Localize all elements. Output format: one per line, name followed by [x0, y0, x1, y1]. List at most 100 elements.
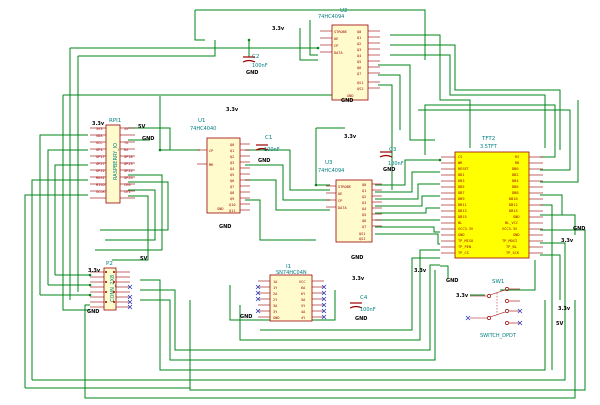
svg-text:DB4: DB4	[512, 179, 519, 183]
svg-text:MOSI: MOSI	[96, 176, 105, 180]
svg-text:QS2: QS2	[357, 87, 364, 91]
svg-text:CE0: CE0	[124, 183, 131, 187]
p2-connector[interactable]: P2 CONN_2X8	[90, 261, 133, 311]
svg-text:SCLK: SCLK	[96, 190, 105, 194]
wire-network	[24, 9, 586, 399]
capacitor-c3[interactable]: C3 100nF	[379, 147, 404, 167]
svg-text:DB13: DB13	[458, 209, 467, 213]
svg-text:GP24: GP24	[124, 169, 133, 173]
svg-text:Q3: Q3	[357, 48, 361, 52]
power-3v3-label: 3.3v	[226, 107, 239, 113]
gnd-label: GND	[142, 136, 154, 142]
c4-ref: C4	[360, 295, 368, 301]
svg-text:DB8: DB8	[512, 191, 519, 195]
capacitor-c1[interactable]: C1 100nF	[255, 135, 280, 153]
svg-text:GP23: GP23	[124, 162, 133, 166]
svg-text:GND: GND	[347, 94, 354, 98]
svg-text:6A: 6A	[301, 286, 306, 290]
power-3v3-label: 3.3v	[272, 26, 285, 32]
svg-text:CE1: CE1	[124, 190, 131, 194]
rpi1-header[interactable]: RPI1 RASPBERRY_IO 3V3 SDA SCL GP4 GP17 G…	[90, 118, 135, 204]
svg-text:GP27: GP27	[96, 162, 105, 166]
svg-text:3A: 3A	[273, 304, 278, 308]
sw1-ref: SW1	[492, 279, 504, 285]
u2-shift-register[interactable]: U2 74HC4094 STROBE OE CP DATA Q0 Q1 Q2 Q…	[318, 8, 380, 101]
svg-text:Q7: Q7	[230, 185, 234, 189]
capacitor-c2[interactable]: C2 100nF	[242, 40, 268, 69]
svg-text:DB10: DB10	[509, 197, 518, 201]
i1-inverter[interactable]: I1 SN74HC04N 1A 1Y 2A 2Y 3A 3Y GND VCC 6…	[255, 264, 327, 322]
u3-ref: U3	[325, 160, 333, 166]
svg-text:RESET: RESET	[458, 167, 470, 171]
rpi-ref: RPI1	[109, 118, 121, 124]
power-3v3-label: 3.3v	[561, 238, 574, 244]
u1-ref: U1	[198, 118, 206, 124]
svg-text:SCL: SCL	[96, 141, 103, 145]
sw1-no-connect	[465, 308, 523, 326]
svg-text:OE: OE	[338, 192, 342, 196]
svg-text:Q0: Q0	[362, 183, 366, 187]
u2-value: 74HC4094	[318, 14, 344, 20]
svg-text:Q4: Q4	[362, 207, 366, 211]
u1-value: 74HC4040	[190, 126, 216, 132]
svg-text:WR: WR	[458, 161, 463, 165]
u2-ref: U2	[340, 8, 348, 14]
svg-text:Q1: Q1	[362, 189, 366, 193]
svg-text:4Y: 4Y	[301, 316, 306, 320]
svg-text:DB1: DB1	[458, 173, 465, 177]
p2-no-connect	[127, 284, 133, 310]
svg-text:Q5: Q5	[357, 60, 361, 64]
svg-text:DB0: DB0	[512, 167, 519, 171]
svg-text:TP_MISO: TP_MISO	[458, 239, 473, 243]
switch-contacts	[470, 287, 520, 325]
svg-text:DB7: DB7	[458, 191, 465, 195]
power-3v3-label: 3.3v	[414, 268, 427, 274]
svg-text:Q2: Q2	[230, 155, 234, 159]
u3-value: 74HC4094	[318, 168, 344, 174]
gnd-label: GND	[246, 70, 258, 76]
tft-ref: TFT2	[481, 136, 495, 142]
svg-text:CP: CP	[334, 44, 338, 48]
i1-value: SN74HC04N	[276, 270, 307, 276]
svg-text:Q11: Q11	[229, 209, 236, 213]
p2-ref: P2	[106, 261, 113, 267]
svg-text:GP25: GP25	[124, 176, 133, 180]
svg-text:TX: TX	[124, 141, 129, 145]
power-5v-label: 5V	[138, 124, 145, 130]
svg-text:DATA: DATA	[338, 206, 347, 210]
svg-text:Q1: Q1	[230, 149, 234, 153]
gnd-label: GND	[240, 314, 252, 320]
svg-text:Q5: Q5	[230, 173, 234, 177]
rpi-value: RASPBERRY_IO	[113, 143, 119, 180]
u1-counter[interactable]: U1 74HC4040 CP MR Q0 Q1 Q2 Q3 Q4 Q5 Q6 Q…	[190, 118, 250, 214]
svg-text:Q7: Q7	[362, 225, 366, 229]
svg-text:QS1: QS1	[359, 232, 366, 236]
svg-text:Q3: Q3	[362, 201, 366, 205]
svg-text:DB11: DB11	[458, 203, 467, 207]
junction-dots	[88, 38, 442, 297]
tft-left-labels: CS WR RESET DB1 DB3 DB5 DB7 DB9 DB11 DB1…	[458, 155, 474, 255]
svg-text:TP_PEN: TP_PEN	[458, 245, 471, 249]
svg-text:DATA: DATA	[334, 51, 343, 55]
svg-text:BL_VCC: BL_VCC	[505, 221, 518, 225]
svg-text:GND: GND	[513, 215, 520, 219]
gnd-label: GND	[258, 158, 270, 164]
capacitor-c4[interactable]: C4 100nF	[349, 295, 376, 313]
svg-text:MR: MR	[209, 163, 214, 167]
svg-text:SDA: SDA	[96, 134, 103, 138]
sw1-switch[interactable]: SW1 SWITCH_DPDT	[465, 279, 523, 339]
svg-text:Q5: Q5	[362, 213, 366, 217]
i1-ref: I1	[286, 264, 291, 270]
u3-shift-register[interactable]: U3 74HC4094 STROBE OE CP DATA Q0 Q1 Q2 Q…	[318, 160, 382, 243]
tft2-display[interactable]: TFT2 3.5TFT CS WR RESET DB1 DB3 DB5 DB7 …	[441, 136, 543, 259]
svg-text:TP_CS: TP_CS	[458, 251, 469, 255]
svg-text:GP4: GP4	[96, 148, 103, 152]
svg-text:GND: GND	[273, 316, 280, 320]
p2-pins	[90, 271, 130, 308]
svg-text:GP22: GP22	[96, 169, 105, 173]
svg-text:DB5: DB5	[458, 185, 465, 189]
svg-text:VCC3.3V: VCC3.3V	[502, 227, 518, 231]
svg-text:2Y: 2Y	[273, 298, 278, 302]
svg-text:TP_MOSI: TP_MOSI	[502, 239, 517, 243]
svg-text:DB15: DB15	[458, 215, 467, 219]
